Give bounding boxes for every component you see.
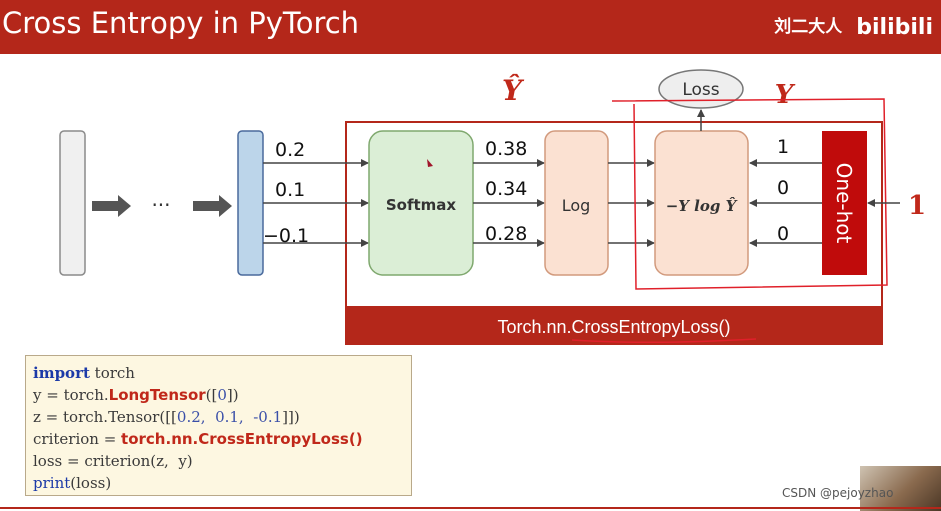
loss-label: Loss <box>682 80 719 100</box>
brand-cn: 刘二大人 <box>774 17 843 37</box>
code-line-6: print(loss) <box>33 474 111 492</box>
input-value-3: −0.1 <box>263 225 309 247</box>
input-value-2: 0.1 <box>275 179 305 201</box>
watermark: CSDN @pejoyzhao <box>782 486 894 500</box>
title-bar: Cross Entropy in PyTorch 刘二大人 bilibili <box>0 0 941 54</box>
input-layer-box <box>59 130 86 276</box>
thick-arrow-1 <box>92 195 131 217</box>
code-line-5: loss = criterion(z, y) <box>33 452 193 470</box>
code-line-4: criterion = torch.nn.CrossEntropyLoss() <box>33 430 363 448</box>
code-number: 0.2, 0.1, -0.1 <box>176 408 283 426</box>
nll-highlight-annotation <box>611 98 888 290</box>
slide-title: Cross Entropy in PyTorch <box>2 6 360 40</box>
cross-entropy-diagram: ··· Torch.nn.CrossEntropyLoss() 0.2 0.1 … <box>59 69 926 345</box>
log-label: Log <box>562 196 591 215</box>
one-hot-box <box>822 131 867 275</box>
code-line-3: z = torch.Tensor([[0.2, 0.1, -0.1]]) <box>33 408 300 426</box>
module-underline-annotation <box>571 338 757 344</box>
softmax-output-1: 0.38 <box>485 138 527 160</box>
softmax-output-2: 0.34 <box>485 178 527 200</box>
softmax-output-3: 0.28 <box>485 223 527 245</box>
code-highlight: LongTensor <box>108 386 206 404</box>
brand-logo: 刘二大人 bilibili <box>774 12 933 40</box>
code-number: 0 <box>217 386 227 404</box>
code-text: torch <box>89 364 135 382</box>
target-value-2: 0 <box>777 177 789 199</box>
code-line-1: import torch <box>33 364 135 382</box>
softmax-label: Softmax <box>386 196 457 214</box>
code-text: y = torch. <box>33 386 109 404</box>
code-text: (loss) <box>70 474 112 492</box>
code-text: ]]) <box>282 408 300 426</box>
code-text: criterion = <box>33 430 122 448</box>
target-value-1: 1 <box>777 136 789 158</box>
code-line-2: y = torch.LongTensor([0]) <box>33 386 239 404</box>
one-hot-label: One-hot <box>832 163 856 244</box>
code-keyword: print <box>33 474 71 492</box>
nll-formula: −Y log Ŷ <box>666 197 738 215</box>
code-highlight: torch.nn.CrossEntropyLoss() <box>121 430 363 448</box>
loss-node <box>658 69 744 109</box>
webcam-overlay <box>860 466 941 511</box>
code-snippet: import torch y = torch.LongTensor([0]) z… <box>25 355 412 496</box>
bilibili-logo: bilibili <box>856 15 933 40</box>
y-hat-label: Ŷ <box>502 74 525 107</box>
linear-output-box <box>237 130 264 276</box>
input-value-1: 0.2 <box>275 139 305 161</box>
code-text: loss = criterion(z, y) <box>33 452 193 470</box>
bottom-rule <box>0 507 941 509</box>
code-text: ([ <box>205 386 218 404</box>
thick-arrow-2 <box>193 195 232 217</box>
label-value: 1 <box>908 191 926 221</box>
cursor-marker <box>427 159 433 167</box>
code-text: ]) <box>226 386 239 404</box>
target-value-3: 0 <box>777 223 789 245</box>
code-keyword: import <box>33 364 90 382</box>
code-text: z = torch.Tensor([[ <box>33 408 177 426</box>
module-label-bar <box>346 306 882 344</box>
ellipsis: ··· <box>151 193 170 217</box>
y-label: Y <box>775 80 796 110</box>
module-label: Torch.nn.CrossEntropyLoss() <box>497 317 730 337</box>
